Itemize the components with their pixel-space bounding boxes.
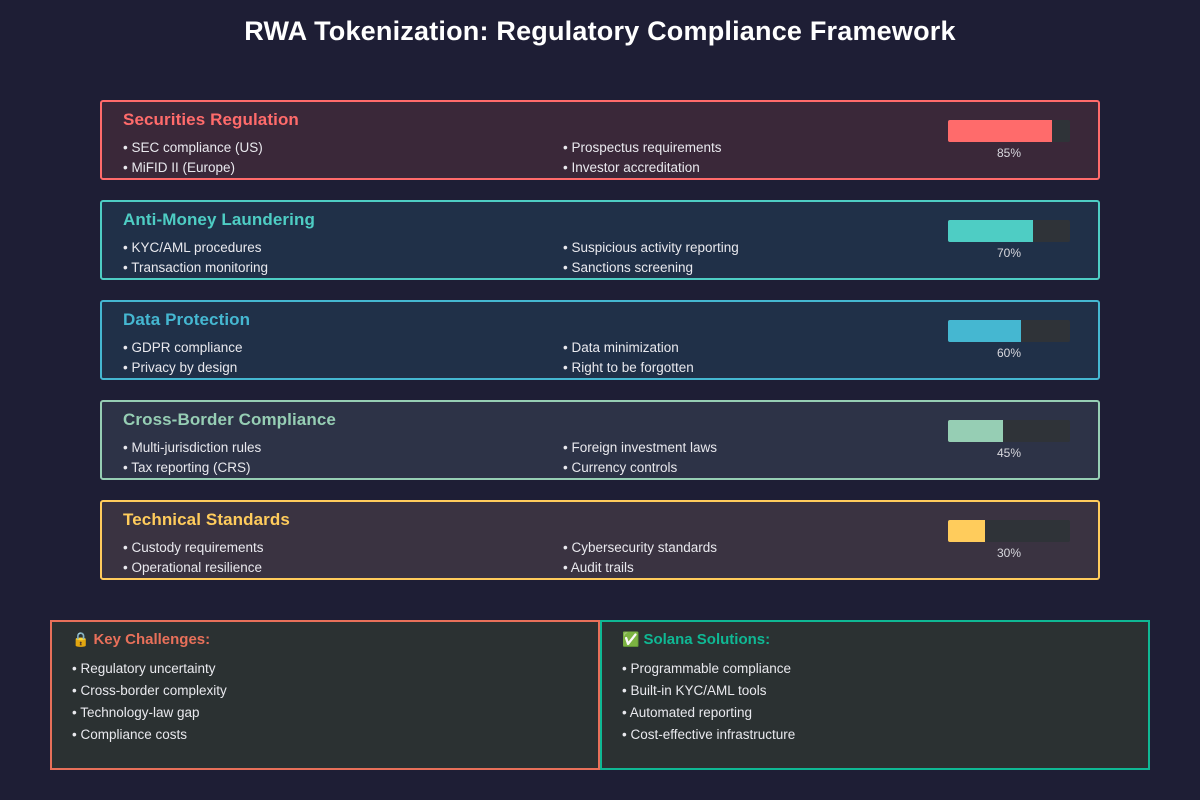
list-item: • MiFID II (Europe)	[123, 160, 235, 175]
category-items-right: • Cybersecurity standards • Audit trails	[563, 538, 717, 578]
list-item: • Compliance costs	[72, 727, 188, 742]
list-item: • Data minimization	[563, 340, 679, 355]
list-item: • Transaction monitoring	[123, 260, 269, 275]
compliance-category-list: Securities Regulation • SEC compliance (…	[100, 100, 1100, 600]
solana-solutions-panel: ✅Solana Solutions: • Programmable compli…	[600, 620, 1150, 770]
list-item: • Cost-effective infrastructure	[622, 727, 796, 742]
category-card-data-protection[interactable]: Data Protection • GDPR compliance • Priv…	[100, 300, 1100, 380]
progress-fill	[948, 320, 1022, 342]
progress-label: 45%	[996, 446, 1022, 460]
progress-track	[948, 120, 1070, 142]
lock-icon: 🔒	[72, 631, 90, 647]
category-card-cross-border-compliance[interactable]: Cross-Border Compliance • Multi-jurisdic…	[100, 400, 1100, 480]
category-items-right: • Prospectus requirements • Investor acc…	[563, 138, 722, 178]
solana-solutions-heading-text: Solana Solutions:	[643, 631, 771, 648]
page-title: RWA Tokenization: Regulatory Compliance …	[244, 16, 956, 46]
list-item: • SEC compliance (US)	[123, 140, 263, 155]
category-title: Technical Standards	[123, 510, 290, 529]
list-item: • Cybersecurity standards	[563, 540, 718, 555]
list-item: • Technology-law gap	[72, 705, 200, 720]
category-items-left: • SEC compliance (US) • MiFID II (Europe…	[123, 138, 263, 178]
key-challenges-heading-text: Key Challenges:	[93, 631, 211, 648]
list-item: • Regulatory uncertainty	[72, 661, 216, 676]
progress-meter: 85%	[948, 120, 1070, 160]
category-title: Cross-Border Compliance	[123, 410, 336, 429]
progress-meter: 60%	[948, 320, 1070, 360]
list-item: • Privacy by design	[123, 360, 238, 375]
category-items-left: • Multi-jurisdiction rules • Tax reporti…	[123, 438, 261, 478]
progress-fill	[948, 420, 1003, 442]
progress-label: 70%	[996, 246, 1022, 260]
category-card-anti-money-laundering[interactable]: Anti-Money Laundering • KYC/AML procedur…	[100, 200, 1100, 280]
category-items-left: • KYC/AML procedures • Transaction monit…	[123, 238, 268, 278]
key-challenges-heading: 🔒Key Challenges:	[72, 631, 210, 648]
category-items-right: • Data minimization • Right to be forgot…	[563, 338, 694, 378]
category-items-right: • Foreign investment laws • Currency con…	[563, 438, 717, 478]
progress-fill	[948, 120, 1052, 142]
list-item: • Multi-jurisdiction rules	[123, 440, 262, 455]
list-item: • Investor accreditation	[563, 160, 700, 175]
category-items-left: • Custody requirements • Operational res…	[123, 538, 264, 578]
list-item: • Custody requirements	[123, 540, 264, 555]
list-item: • Audit trails	[563, 560, 634, 575]
progress-track	[948, 420, 1070, 442]
category-card-securities-regulation[interactable]: Securities Regulation • SEC compliance (…	[100, 100, 1100, 180]
list-item: • GDPR compliance	[123, 340, 243, 355]
progress-label: 30%	[996, 546, 1022, 560]
progress-label: 60%	[996, 346, 1022, 360]
list-item: • Prospectus requirements	[563, 140, 722, 155]
category-title: Securities Regulation	[123, 110, 299, 129]
progress-track	[948, 320, 1070, 342]
check-mark-icon: ✅	[622, 631, 640, 647]
key-challenges-list: • Regulatory uncertainty • Cross-border …	[72, 658, 227, 746]
solana-solutions-list: • Programmable compliance • Built-in KYC…	[622, 658, 795, 746]
category-items-left: • GDPR compliance • Privacy by design	[123, 338, 243, 378]
list-item: • Tax reporting (CRS)	[123, 460, 251, 475]
progress-meter: 45%	[948, 420, 1070, 460]
list-item: • Sanctions screening	[563, 260, 694, 275]
list-item: • KYC/AML procedures	[123, 240, 262, 255]
list-item: • Foreign investment laws	[563, 440, 718, 455]
progress-label: 85%	[996, 146, 1022, 160]
category-card-technical-standards[interactable]: Technical Standards • Custody requiremen…	[100, 500, 1100, 580]
list-item: • Cross-border complexity	[72, 683, 227, 698]
progress-fill	[948, 220, 1034, 242]
category-title: Anti-Money Laundering	[123, 210, 315, 229]
progress-fill	[948, 520, 985, 542]
progress-track	[948, 520, 1070, 542]
progress-meter: 30%	[948, 520, 1070, 560]
list-item: • Automated reporting	[622, 705, 753, 720]
category-title: Data Protection	[123, 310, 251, 329]
category-items-right: • Suspicious activity reporting • Sancti…	[563, 238, 739, 278]
key-challenges-panel: 🔒Key Challenges: • Regulatory uncertaint…	[50, 620, 600, 770]
solana-solutions-heading: ✅Solana Solutions:	[622, 631, 770, 648]
list-item: • Suspicious activity reporting	[563, 240, 739, 255]
list-item: • Right to be forgotten	[563, 360, 694, 375]
list-item: • Built-in KYC/AML tools	[622, 683, 767, 698]
list-item: • Currency controls	[563, 460, 678, 475]
list-item: • Operational resilience	[123, 560, 263, 575]
list-item: • Programmable compliance	[622, 661, 792, 676]
progress-track	[948, 220, 1070, 242]
progress-meter: 70%	[948, 220, 1070, 260]
